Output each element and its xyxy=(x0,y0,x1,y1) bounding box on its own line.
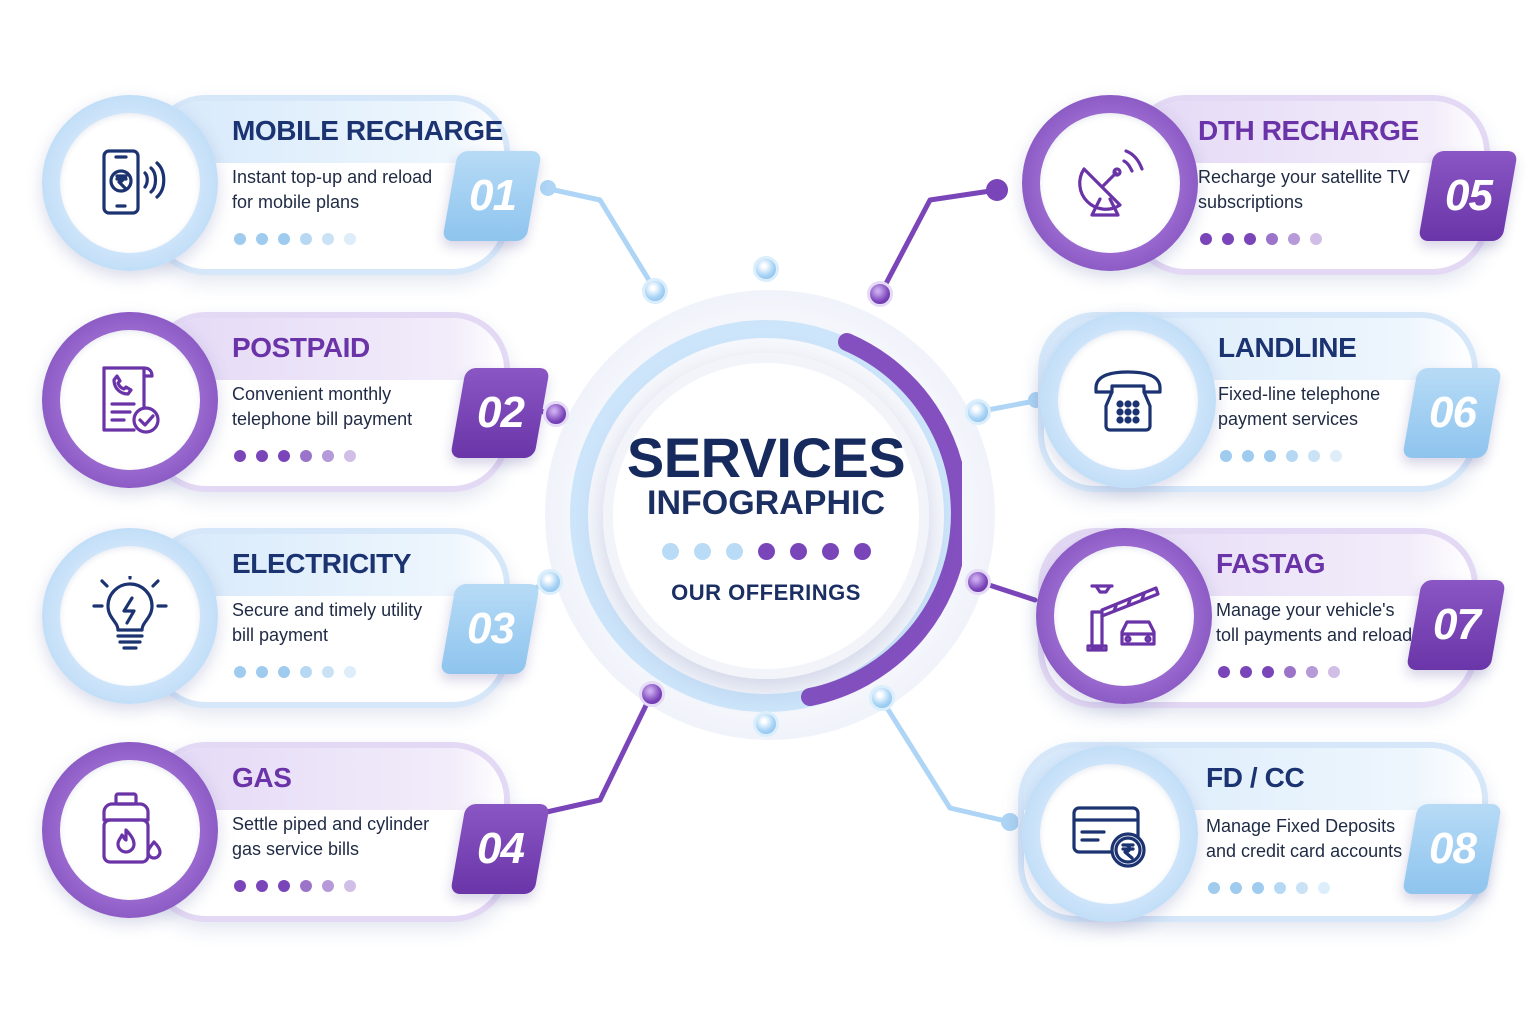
hub-node xyxy=(867,281,893,307)
telephone-icon xyxy=(1094,370,1162,432)
number-badge: 07 xyxy=(1406,580,1506,670)
hub-node xyxy=(965,569,991,595)
badge-number: 04 xyxy=(476,824,524,873)
service-description: Instant top-up and reload for mobile pla… xyxy=(232,167,433,212)
service-title: LANDLINE xyxy=(1218,332,1357,363)
center-dot xyxy=(726,543,743,560)
number-badge: 02 xyxy=(450,368,550,458)
service-description: Convenient monthly telephone bill paymen… xyxy=(232,384,413,429)
center-dot xyxy=(854,543,871,560)
icon-ring xyxy=(1022,746,1198,922)
service-description: Secure and timely utility bill payment xyxy=(232,600,423,645)
service-description: Manage Fixed Deposits and credit card ac… xyxy=(1206,816,1403,861)
gas-cylinder-icon xyxy=(102,792,162,864)
badge-number: 07 xyxy=(1432,600,1480,649)
progress-dots xyxy=(234,450,356,462)
satellite-dish-icon xyxy=(1078,149,1144,217)
connector-05 xyxy=(877,187,1000,298)
bill-check-icon xyxy=(102,366,160,434)
number-badge: 05 xyxy=(1418,151,1518,241)
hub-node xyxy=(537,569,563,595)
service-title: GAS xyxy=(232,762,292,793)
mobile-rupee-icon xyxy=(102,149,166,215)
service-card-dth-recharge[interactable]: DTH RECHARGE Recharge your satellite TV … xyxy=(1018,95,1518,283)
center-subtitle: INFOGRAPHIC xyxy=(647,484,885,522)
hub-node xyxy=(639,681,665,707)
service-description: Settle piped and cylinder gas service bi… xyxy=(232,814,430,859)
badge-number: 06 xyxy=(1428,388,1476,437)
badge-number: 03 xyxy=(466,604,514,653)
icon-ring xyxy=(42,742,218,918)
service-card-postpaid[interactable]: POSTPAID Convenient monthly telephone bi… xyxy=(38,312,550,500)
hub-node xyxy=(965,399,991,425)
service-description: Manage your vehicle's toll payments and … xyxy=(1216,600,1413,645)
center-dot xyxy=(790,543,807,560)
center-title: SERVICES xyxy=(626,426,906,489)
service-card-gas[interactable]: GAS Settle piped and cylinder gas servic… xyxy=(38,742,550,930)
service-card-fd-cc[interactable]: FD / CC Manage Fixed Deposits and credit… xyxy=(1018,742,1502,930)
number-badge: 03 xyxy=(440,584,540,674)
icon-ring xyxy=(1022,95,1198,271)
card-panel xyxy=(148,742,510,922)
service-card-landline[interactable]: LANDLINE Fixed-line telephone payment se… xyxy=(1018,312,1502,500)
center-dot xyxy=(662,543,679,560)
icon-ring xyxy=(42,312,218,488)
center-dot xyxy=(694,543,711,560)
center-dot xyxy=(758,543,775,560)
connector-end-05 xyxy=(986,179,1008,201)
hub-node xyxy=(543,401,569,427)
service-title: MOBILE RECHARGE xyxy=(232,115,503,146)
hub-node xyxy=(753,256,779,282)
progress-dots xyxy=(1218,666,1340,678)
progress-dots xyxy=(234,233,356,245)
service-title: ELECTRICITY xyxy=(232,548,412,579)
connector-01 xyxy=(542,185,658,293)
icon-ring xyxy=(42,528,218,704)
center-tagline: OUR OFFERINGS xyxy=(671,580,861,605)
service-title: DTH RECHARGE xyxy=(1198,115,1419,146)
badge-number: 02 xyxy=(476,388,524,437)
service-title: FASTAG xyxy=(1216,548,1326,579)
credit-card-rupee-icon xyxy=(1072,806,1146,868)
service-description: Fixed-line telephone payment services xyxy=(1218,384,1381,429)
connector-end-08 xyxy=(1001,813,1019,831)
progress-dots xyxy=(234,666,356,678)
icon-ring xyxy=(42,95,218,271)
center-dot xyxy=(822,543,839,560)
icon-ring xyxy=(1040,312,1216,488)
hub-node xyxy=(642,278,668,304)
connector-08 xyxy=(879,697,1013,825)
progress-dots xyxy=(1200,233,1322,245)
number-badge: 06 xyxy=(1402,368,1502,458)
service-description: Recharge your satellite TV subscriptions xyxy=(1198,167,1410,212)
progress-dots xyxy=(1220,450,1342,462)
service-card-mobile-recharge[interactable]: MOBILE RECHARGE Instant top-up and reloa… xyxy=(38,95,542,283)
service-title: POSTPAID xyxy=(232,332,370,363)
toll-gate-car-icon xyxy=(1086,584,1160,652)
number-badge: 01 xyxy=(442,151,542,241)
hub-node xyxy=(753,711,779,737)
service-title: FD / CC xyxy=(1206,762,1305,793)
hub-node xyxy=(869,685,895,711)
icon-ring xyxy=(1036,528,1212,704)
number-badge: 08 xyxy=(1402,804,1502,894)
connector-end-01 xyxy=(540,180,556,196)
progress-dots xyxy=(234,880,356,892)
badge-number: 05 xyxy=(1444,171,1492,220)
service-card-electricity[interactable]: ELECTRICITY Secure and timely utility bi… xyxy=(38,528,540,716)
center-dots xyxy=(662,543,871,560)
badge-number: 01 xyxy=(468,171,516,220)
progress-dots xyxy=(1208,882,1330,894)
center-hub-accent-arc xyxy=(801,333,962,706)
number-badge: 04 xyxy=(450,804,550,894)
service-card-fastag[interactable]: FASTAG Manage your vehicle's toll paymen… xyxy=(1018,528,1506,716)
center-hub-core xyxy=(603,353,929,679)
lightbulb-icon xyxy=(92,576,168,650)
badge-number: 08 xyxy=(1428,824,1476,873)
